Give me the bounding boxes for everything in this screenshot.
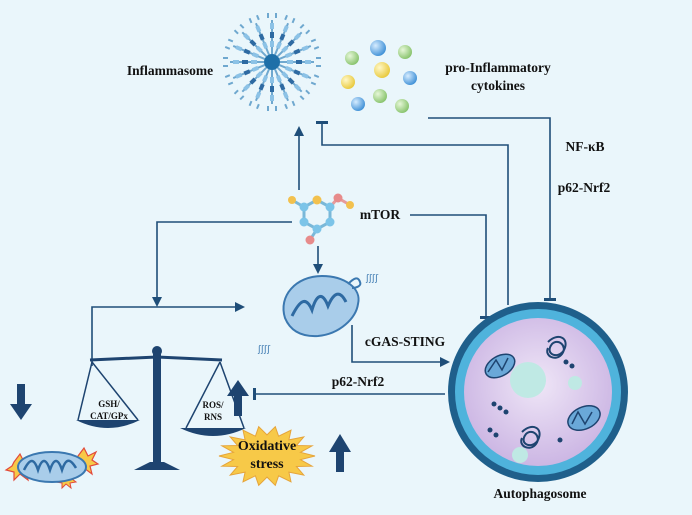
svg-text:ʃʃʃʃ: ʃʃʃʃ [257, 345, 271, 355]
cytokines-label-line1: pro-Inflammatory [445, 60, 551, 75]
up-arrow-icon [227, 380, 249, 416]
down-arrow-icon [10, 384, 32, 420]
inhibit-autophagosome-to-inflammasome [316, 121, 509, 305]
scale-left-label-line2: CAT/GPx [90, 411, 128, 421]
nfkb-label: NF-κB [566, 139, 605, 154]
damaged-mitochondrion-icon [4, 446, 100, 490]
inhibit-cytokines-to-autophagosome [428, 117, 556, 301]
balance-scale-icon [76, 346, 246, 470]
starburst-icon [218, 425, 316, 487]
scale-left-label-line1: GSH/ [98, 399, 120, 409]
oxidative-label-line2: stress [250, 457, 284, 472]
cytokines-label-line2: cytokines [471, 78, 525, 93]
arrow-scale-to-mitochondrion [91, 302, 245, 366]
inhibit-mtor-to-autophagosome [410, 214, 492, 319]
inflammasome-label: Inflammasome [127, 63, 213, 78]
scale-right-label-line1: ROS/ [202, 400, 224, 410]
connectors [91, 117, 556, 400]
oxidative-label-line1: Oxidative [238, 439, 296, 454]
autophagosome-icon [448, 302, 628, 482]
cgas-sting-label: cGAS-STING [365, 334, 446, 349]
mitochondrion-icon: ʃʃʃʃ ʃʃʃʃ [257, 274, 379, 355]
cytokine-spheres [341, 40, 417, 113]
arrow-cgas-sting [351, 325, 450, 367]
up-arrow-icon [329, 434, 351, 472]
mtor-molecule-icon [288, 193, 354, 245]
autophagosome-label: Autophagosome [493, 486, 586, 501]
inflammasome-icon [223, 13, 321, 111]
mtor-label: mTOR [360, 207, 401, 222]
p62-nrf2-bottom-label: p62-Nrf2 [332, 374, 385, 389]
p62-nrf2-right-label: p62-Nrf2 [558, 180, 611, 195]
arrow-mtor-to-scale [152, 221, 292, 307]
scale-right-label-line2: RNS [204, 412, 222, 422]
svg-text:ʃʃʃʃ: ʃʃʃʃ [365, 274, 379, 284]
